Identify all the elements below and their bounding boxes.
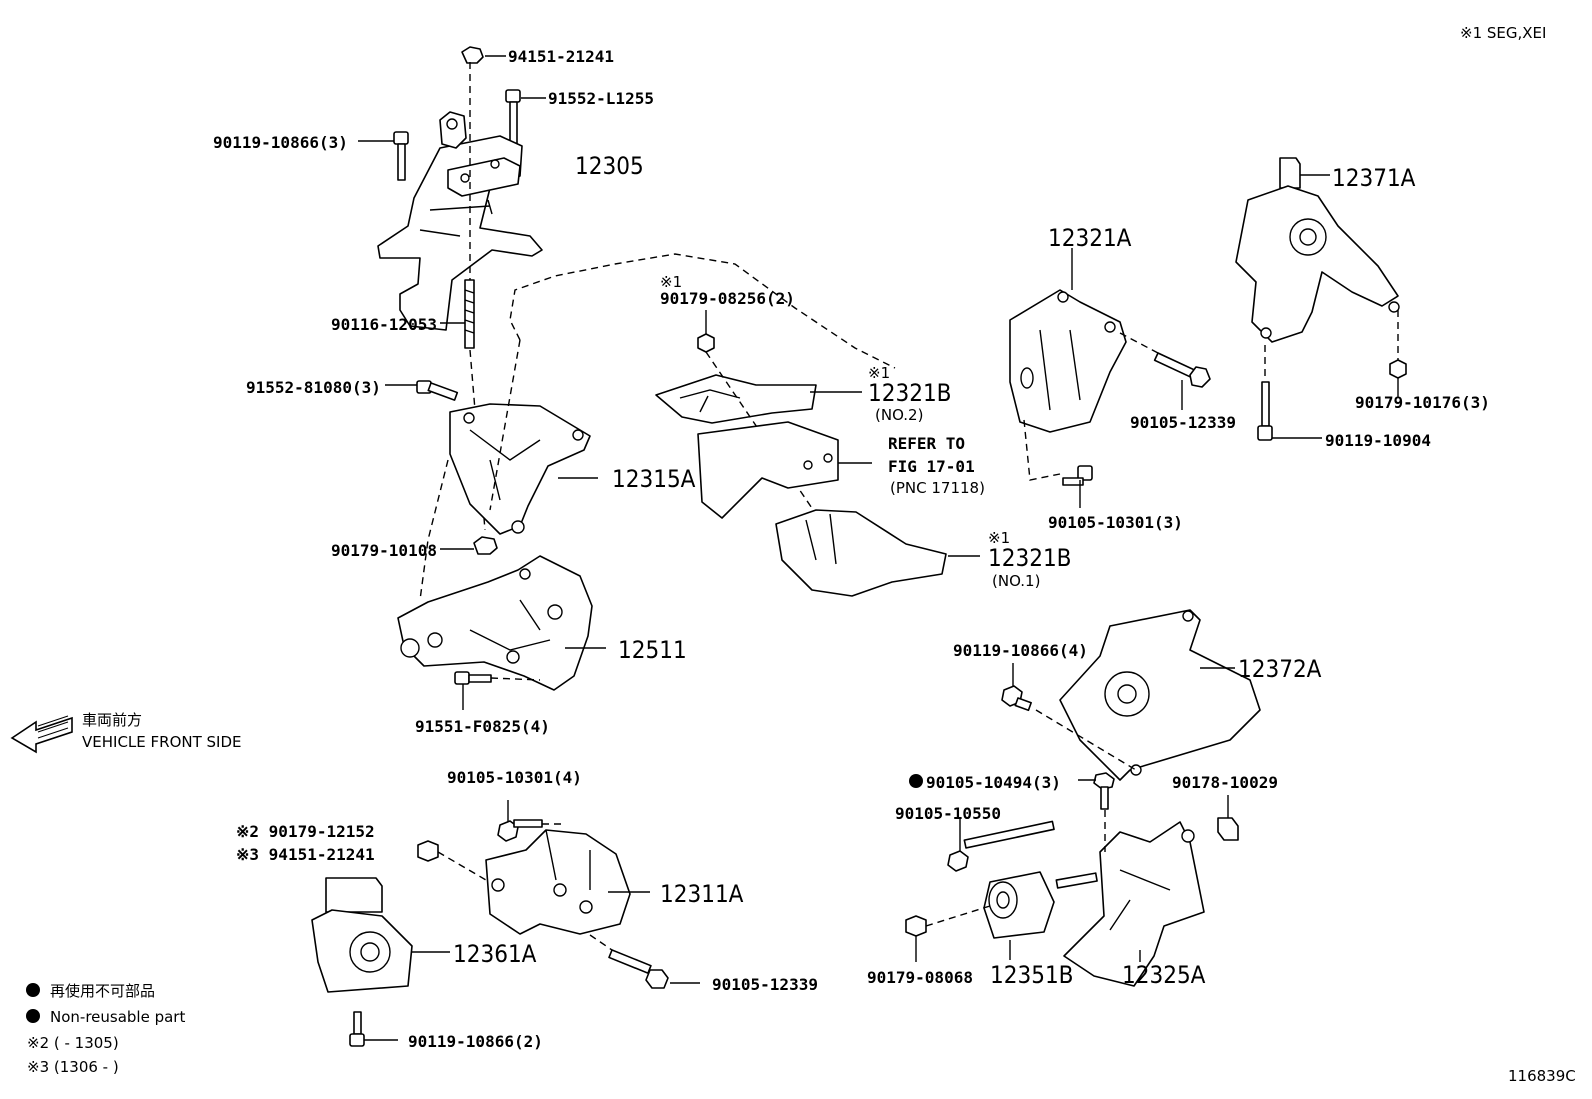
label-12321B-no2: 12321B [868,379,951,407]
refer-line2: FIG 17-01 [888,457,975,476]
label-90179-10108: 90179-10108 [331,541,437,560]
bracket-12511 [397,555,606,710]
bracket-12321A [1009,248,1211,508]
refer-line1: REFER TO [888,434,965,453]
label-90105-12339-b: 90105-12339 [712,975,818,994]
label-94151-21241-b: ※3 94151-21241 [236,845,375,864]
label-12371A: 12371A [1332,164,1416,192]
label-12361A: 12361A [453,940,537,968]
label-12321B-no1: 12321B [988,544,1071,572]
label-12321A: 12321A [1048,224,1132,252]
legend-note2: ※2 ( - 1305) [27,1034,119,1052]
label-90119-10866-2: 90119-10866(2) [408,1032,543,1051]
label-90179-12152: ※2 90179-12152 [236,822,375,841]
label-90105-10550: 90105-10550 [895,804,1001,823]
mount-12361A [311,877,450,1047]
non-reusable-dot-icon [26,983,40,997]
non-reusable-dot-icon [26,1009,40,1023]
label-94151-21241: 94151-21241 [508,47,614,66]
label-12325A: 12325A [1122,961,1206,989]
label-no2: (NO.2) [875,406,923,424]
mount-12372A [1001,609,1261,781]
figure-number: 116839C [1508,1067,1576,1085]
legend-en: Non-reusable part [50,1008,185,1026]
bracket-12325A [905,772,1239,987]
label-90105-10301-4: 90105-10301(4) [447,768,582,787]
note-1c: ※1 [988,529,1010,547]
label-12351B: 12351B [990,961,1073,989]
front-en: VEHICLE FRONT SIDE [82,733,242,751]
bracket-12311A [417,800,700,989]
label-12511: 12511 [618,636,687,664]
refer-line3: (PNC 17118) [890,479,985,497]
label-90119-10904: 90119-10904 [1325,431,1431,450]
front-jp: 車両前方 [82,711,142,729]
label-90179-10176-3: 90179-10176(3) [1355,393,1490,412]
engine-mount-12305 [358,46,546,531]
bracket-refer-17118 [697,421,872,519]
label-91552-L1255: 91552-L1255 [548,89,654,108]
label-12311A: 12311A [660,880,744,908]
nut-icon [461,46,484,64]
label-90116-12053: 90116-12053 [331,315,437,334]
note-1b: ※1 [868,364,890,382]
label-90105-10301-3: 90105-10301(3) [1048,513,1183,532]
note-1a: ※1 [660,273,682,291]
label-12372A: 12372A [1238,655,1322,683]
legend-note3: ※3 (1306 - ) [27,1058,119,1076]
bracket-12315A [385,253,896,601]
label-90119-10866-4: 90119-10866(4) [953,641,1088,660]
non-reusable-dot-icon [909,774,923,788]
label-no1: (NO.1) [992,572,1040,590]
label-12315A: 12315A [612,465,696,493]
label-90178-10029: 90178-10029 [1172,773,1278,792]
label-91552-81080-3: 91552-81080(3) [246,378,381,397]
label-90105-12339-a: 90105-12339 [1130,413,1236,432]
nut-90179-10108 [440,536,498,555]
label-12305: 12305 [575,152,644,180]
legend-jp: 再使用不可部品 [50,982,155,1000]
label-90105-10494-3: 90105-10494(3) [926,773,1061,792]
vehicle-front-arrow-icon [10,715,73,754]
seg-note: ※1 SEG,XEI [1460,24,1546,42]
label-90179-08068: 90179-08068 [867,968,973,987]
nut-icon [697,333,715,353]
cover-12321B-no2 [655,310,862,521]
label-91551-F0825-4: 91551-F0825(4) [415,717,550,736]
label-90179-08256-2: 90179-08256(2) [660,289,795,308]
mount-12371A [1235,157,1407,441]
cover-12321B-no1 [775,509,980,597]
label-90119-10866-3: 90119-10866(3) [213,133,348,152]
